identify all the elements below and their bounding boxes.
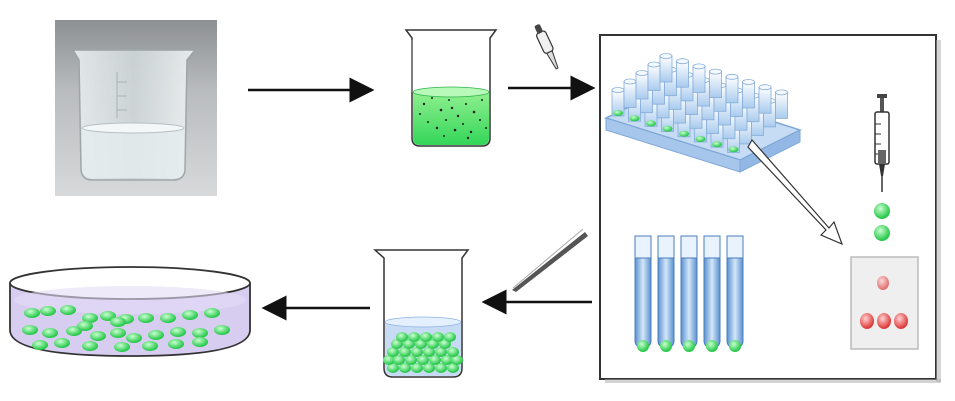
green-bead xyxy=(451,355,463,365)
particles xyxy=(419,97,487,140)
syringe-icon xyxy=(874,94,890,241)
green-bead xyxy=(423,347,435,357)
hollow-arrow xyxy=(747,138,844,246)
green-bead xyxy=(447,347,459,357)
green-bead xyxy=(170,327,186,337)
green-bead xyxy=(432,332,444,342)
green-bead xyxy=(683,340,695,352)
droplet-green xyxy=(874,203,890,219)
green-bead xyxy=(444,332,456,342)
green-bead xyxy=(192,337,208,347)
green-bead xyxy=(60,305,76,315)
test-tube xyxy=(634,235,652,352)
green-bead xyxy=(423,363,435,373)
beaker-green-beads-icon xyxy=(373,249,470,378)
green-bead xyxy=(24,308,40,318)
green-bead xyxy=(435,363,447,373)
green-bead xyxy=(399,363,411,373)
green-bead xyxy=(393,355,405,365)
well xyxy=(611,87,625,117)
green-bead xyxy=(77,321,93,331)
green-bead xyxy=(411,363,423,373)
green-bead xyxy=(729,340,741,352)
tweezers-icon xyxy=(512,228,588,292)
green-bead xyxy=(192,328,208,338)
green-bead xyxy=(82,313,98,323)
green-bead xyxy=(40,306,56,316)
green-bead xyxy=(100,311,116,321)
test-tube xyxy=(726,235,744,352)
green-bead xyxy=(405,355,417,365)
test-tube xyxy=(703,235,721,352)
well xyxy=(758,84,772,114)
beaker-photo xyxy=(55,20,217,196)
green-bead xyxy=(66,326,82,336)
green-bead xyxy=(383,355,395,365)
green-bead xyxy=(160,313,176,323)
well xyxy=(742,79,755,109)
pipette-icon xyxy=(534,24,559,70)
well xyxy=(647,61,661,91)
green-bead xyxy=(706,340,718,352)
green-bead xyxy=(204,308,220,318)
well xyxy=(659,53,673,83)
green-bead xyxy=(429,355,441,365)
green-bead xyxy=(660,340,672,352)
well xyxy=(623,78,637,108)
green-bead xyxy=(637,340,649,352)
green-bead xyxy=(110,317,126,327)
green-bead xyxy=(417,355,429,365)
green-bead xyxy=(441,355,453,365)
green-bead xyxy=(142,341,158,351)
green-bead xyxy=(447,363,459,373)
green-bead xyxy=(387,347,399,357)
green-bead xyxy=(148,330,164,340)
green-bead xyxy=(138,313,154,323)
green-bead xyxy=(114,342,130,352)
green-bead xyxy=(396,332,408,342)
green-bead xyxy=(182,310,198,320)
green-bead xyxy=(168,339,184,349)
petri-dish-icon xyxy=(9,266,251,357)
color-card-icon xyxy=(850,256,919,350)
green-bead xyxy=(214,325,230,335)
green-bead xyxy=(411,347,423,357)
green-bead xyxy=(22,325,38,335)
green-bead xyxy=(435,347,447,357)
test-tube xyxy=(657,235,675,352)
well xyxy=(635,70,649,100)
green-bead xyxy=(110,328,126,338)
green-bead xyxy=(32,340,48,350)
test-tubes-icon xyxy=(634,235,744,352)
well xyxy=(692,63,706,93)
droplet-green xyxy=(874,225,890,241)
green-bead xyxy=(126,333,142,343)
green-bead xyxy=(54,338,70,348)
green-bead xyxy=(42,328,58,338)
green-bead xyxy=(90,331,106,341)
beaker-photo-icon xyxy=(71,49,197,181)
green-bead xyxy=(82,341,98,351)
green-bead xyxy=(408,332,420,342)
beaker-green-mixture-icon xyxy=(404,29,498,147)
green-bead xyxy=(387,363,399,373)
green-bead xyxy=(420,332,432,342)
test-tube xyxy=(680,235,698,352)
well xyxy=(775,89,788,119)
well xyxy=(676,58,689,88)
well xyxy=(709,68,722,98)
well xyxy=(725,73,739,104)
green-bead xyxy=(399,347,411,357)
